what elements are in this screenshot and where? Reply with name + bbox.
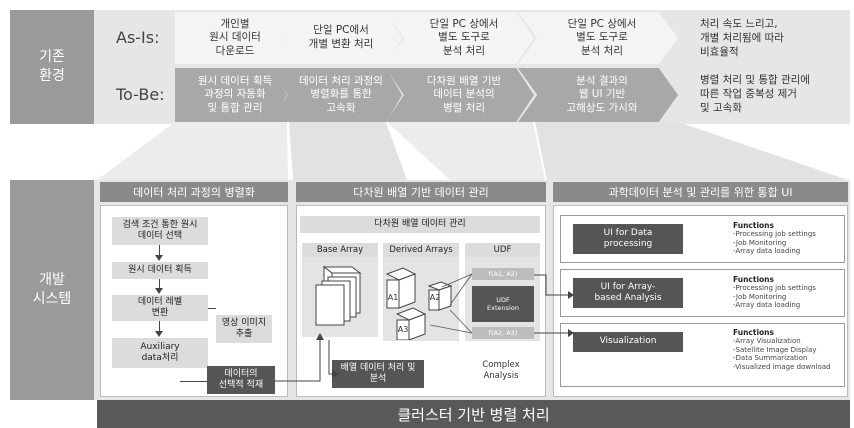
- udf-extension-box: UDF Extension: [472, 286, 534, 322]
- dev-system-label: 개발 시스템: [10, 180, 94, 400]
- derived-arrays-cubes-icon: [385, 267, 453, 340]
- ui-card-1-functions: Functions-Processing job settings -Job M…: [733, 221, 816, 256]
- base-array-stack-icon: [315, 266, 362, 326]
- derived-arrays-label: Derived Arrays: [383, 243, 459, 257]
- asis-result: 처리 속도 느리고, 개별 처리됨에 따라 비효율적: [700, 18, 784, 59]
- tobe-step-2: 데이터 처리 과정의 병렬화를 통한 고속화: [272, 68, 402, 122]
- array-mgmt-bar: 다차원 배열 데이터 관리: [300, 216, 540, 233]
- tobe-label: To-Be:: [116, 85, 165, 104]
- cluster-parallel-footer: 클러스터 기반 병렬 처리: [97, 400, 850, 428]
- array-process-box: 배열 데이터 처리 및 분석: [332, 360, 424, 388]
- ui-data-processing-box: UI for Data processing: [573, 224, 683, 254]
- array-flow-arrows: [275, 333, 339, 382]
- asis-step-2: 단일 PC에서 개별 변환 처리: [272, 12, 402, 64]
- udf-to-ui-arrows: [534, 274, 574, 337]
- ui-card-2-functions: Functions-Processing job settings -Job M…: [733, 275, 816, 310]
- base-array-label: Base Array: [302, 243, 378, 257]
- tobe-step-3: 다차원 배열 기반 데이터 분석의 병렬 처리: [386, 68, 534, 122]
- asis-step-1: 개인별 원시 데이터 다운로드: [175, 12, 287, 64]
- tobe-step-4: 분석 결과의 웹 UI 기반 고해상도 가시와: [518, 68, 678, 122]
- udf-label: UDF: [465, 243, 540, 257]
- panel-ui-title: 과학데이터 분석 및 관리를 위한 통합 UI: [553, 182, 848, 202]
- asis-step-4: 단일 PC 상에서 별도 도구로 분석 처리: [518, 12, 678, 64]
- udf-f2-box: f(A2, A3): [472, 327, 534, 339]
- panel-parallel-title: 데이터 처리 과정의 병렬화: [100, 182, 288, 202]
- tobe-result: 병렬 처리 및 통합 관리에 따른 작업 중복성 제거 및 고속화: [700, 74, 810, 115]
- panel-array-title: 다차원 배열 기반 데이터 관리: [296, 182, 546, 202]
- search-select-box: 검색 조건 통한 원시 데이터 선택: [112, 217, 208, 245]
- existing-env-label: 기존 환경: [10, 10, 94, 124]
- tobe-step-1: 원시 데이터 획득 과정의 자동화 및 통합 관리: [175, 68, 287, 122]
- array-a1-label: A1: [387, 293, 399, 302]
- asis-label: As-Is:: [116, 28, 160, 47]
- udf-connectors: [430, 273, 473, 334]
- raw-acquire-box: 원시 데이터 획득: [112, 262, 208, 279]
- aux-data-box: Auxiliary data처리: [112, 338, 208, 368]
- array-a2-label: A2: [429, 293, 441, 302]
- ui-visualization-box: Visualization: [573, 332, 683, 352]
- udf-f1-box: f(A1, A2): [472, 268, 534, 280]
- complex-analysis-label: Complex Analysis: [482, 360, 520, 381]
- selective-load-box: 데이터의 선택적 적재: [207, 366, 275, 394]
- ui-array-analysis-box: UI for Array- based Analysis: [573, 278, 683, 308]
- array-a3-label: A3: [397, 325, 409, 334]
- ui-card-3-functions: Functions-Array Visualization -Satellite…: [733, 328, 831, 371]
- asis-step-3: 단일 PC 상에서 별도 도구로 분석 처리: [386, 12, 534, 64]
- image-extract-box: 영상 이미지 추출: [216, 315, 272, 343]
- level-convert-box: 데이터 레벨 변환: [112, 295, 208, 321]
